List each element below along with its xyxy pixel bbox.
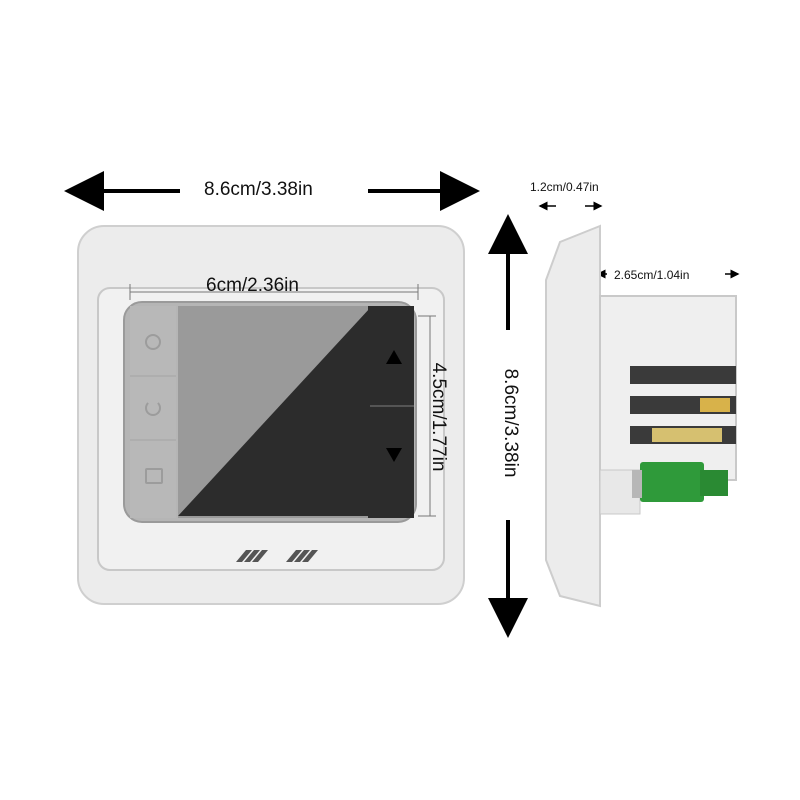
screen-width-label: 6cm/2.36in: [206, 275, 299, 296]
double-chevron-logo: [236, 550, 318, 562]
screen-height-label: 4.5cm/1.77in: [428, 362, 449, 472]
front-height-label: 8.6cm/3.38in: [500, 368, 521, 478]
clock-icon[interactable]: [145, 334, 161, 350]
front-width-label: 8.6cm/3.38in: [204, 179, 313, 200]
triangle-down-icon[interactable]: [386, 448, 402, 462]
side-depth-body-label: 2.65cm/1.04in: [614, 268, 690, 282]
book-icon[interactable]: [145, 468, 163, 484]
triangle-up-icon[interactable]: [386, 350, 402, 364]
side-depth-front-label: 1.2cm/0.47in: [530, 180, 599, 194]
power-icon[interactable]: [145, 400, 161, 416]
